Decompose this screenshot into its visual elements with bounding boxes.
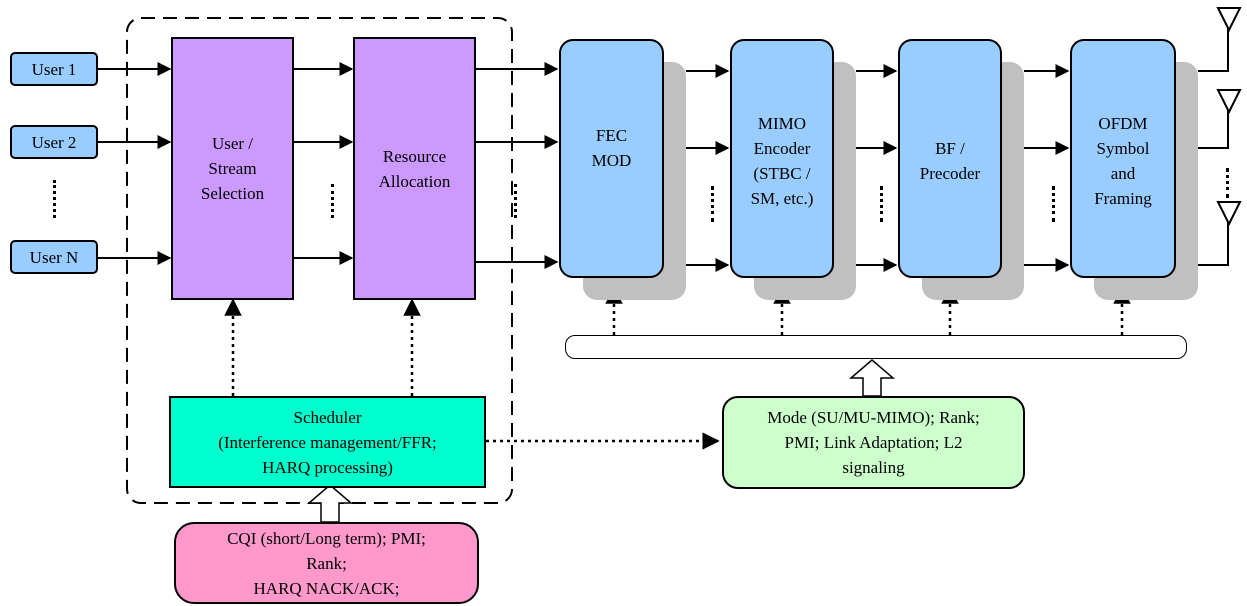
bf-precoder-line-2: Precoder [919,164,981,183]
users-ellipsis-dots [53,180,56,218]
ofdm-framing-block: OFDM Symbol and Framing [1070,39,1176,278]
mode-info-box: Mode (SU/MU-MIMO); Rank; PMI; Link Adapt… [722,396,1025,489]
bf-precoder-line-1: BF / [935,139,965,158]
antenna-ellipsis-dots [1226,168,1229,198]
fec-mod-line-1: FEC [595,126,628,145]
fec-ellipsis-dots [711,186,714,222]
scheduler-line-3: HARQ processing) [262,457,393,477]
user-1-box: User 1 [10,52,98,86]
user-1-label: User 1 [31,59,77,79]
resource-allocation-line-1: Resource [382,146,447,166]
mimo-encoder-line-1: MIMO [757,114,807,133]
streams-ellipsis-dots [331,184,334,218]
mode-line-2: PMI; Link Adaptation; L2 [784,433,963,452]
scheduler-line-1: Scheduler [293,407,362,427]
antenna-1-icon [1216,7,1242,33]
ofdm-line-4: Framing [1094,189,1152,208]
mode-line-1: Mode (SU/MU-MIMO); Rank; [767,408,980,427]
antenna-3-feed [1198,222,1229,266]
cqi-line-2: Rank; [306,553,347,573]
antenna-2-icon [1216,89,1242,115]
cqi-line-1: CQI (short/Long term); PMI; [227,528,426,548]
user-n-box: User N [10,240,98,274]
bf-precoder-block: BF / Precoder [898,39,1002,278]
cqi-feedback-box: CQI (short/Long term); PMI; Rank; HARQ N… [174,522,479,604]
stream-selection-line-2: Stream [208,159,257,178]
mimo-encoder-line-2: Encoder [753,139,811,158]
hollow-arrow-cqi-to-scheduler [306,484,354,523]
antenna-2-feed [1198,110,1229,149]
allocation-ellipsis-dots [514,184,517,218]
mimo-encoder-block: MIMO Encoder (STBC / SM, etc.) [730,39,834,278]
control-bus-bar [565,335,1187,359]
fec-mod-line-2: MOD [591,151,632,170]
fec-mod-block: FEC MOD [559,39,664,278]
mode-line-3: signaling [842,458,905,477]
stream-selection-line-1: User / [211,134,254,153]
mimo-encoder-line-3: (STBC / [753,164,811,183]
scheduler-block: Scheduler (Interference management/FFR; … [169,396,486,488]
cqi-line-3: HARQ NACK/ACK; [253,578,400,598]
user-n-label: User N [29,247,79,267]
ofdm-line-2: Symbol [1096,139,1150,158]
mimo-ellipsis-dots [880,186,883,222]
user-2-box: User 2 [10,125,98,159]
resource-allocation-block: Resource Allocation [353,37,476,300]
user-2-label: User 2 [31,132,77,152]
ofdm-line-3: and [1110,164,1136,183]
antenna-1-feed [1198,28,1229,72]
mimo-encoder-line-4: SM, etc.) [750,189,814,208]
stream-selection-block: User / Stream Selection [171,37,294,300]
bf-ellipsis-dots [1052,186,1055,222]
hollow-arrow-mode-to-bar [848,359,896,397]
antenna-3-icon [1216,201,1242,227]
stream-selection-line-3: Selection [200,184,265,203]
scheduler-line-2: (Interference management/FFR; [218,432,437,452]
ofdm-line-1: OFDM [1098,114,1148,133]
resource-allocation-line-2: Allocation [378,171,451,191]
